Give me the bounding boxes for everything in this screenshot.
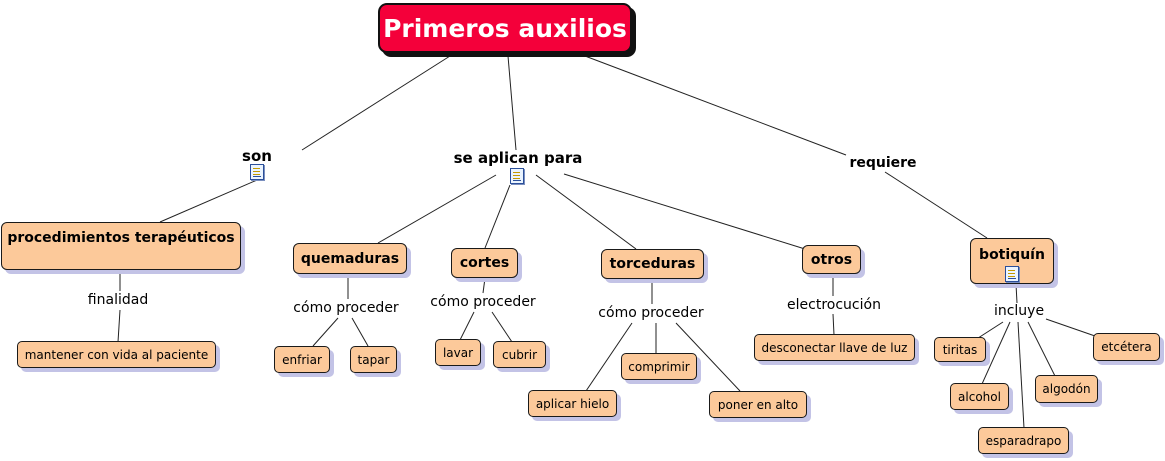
leaf-label: tiritas	[942, 342, 978, 357]
connector-line	[535, 174, 637, 250]
leaf-tiritas[interactable]: tiritas	[934, 337, 986, 362]
connector-line	[1017, 321, 1025, 429]
link-label-como-proceder: cómo proceder	[428, 294, 538, 310]
leaf-lavar[interactable]: lavar	[435, 339, 481, 366]
leaf-desconectar-llave-de-luz[interactable]: desconectar llave de luz	[754, 334, 915, 361]
link-label-electrocucion: electrocución	[785, 297, 883, 313]
concept-label: quemaduras	[300, 250, 400, 267]
concept-torceduras[interactable]: torceduras	[601, 249, 704, 279]
connector-line	[377, 174, 497, 244]
concept-quemaduras[interactable]: quemaduras	[293, 243, 407, 274]
connector-line	[1045, 318, 1096, 337]
link-label-son: son	[240, 147, 274, 165]
connector-line	[491, 311, 513, 343]
connector-line	[584, 55, 847, 156]
document-icon[interactable]	[250, 164, 264, 180]
leaf-label: poner en alto	[717, 397, 799, 412]
leaf-tapar[interactable]: tapar	[350, 346, 397, 373]
leaf-label: alcohol	[958, 389, 1001, 404]
connector-line	[884, 171, 988, 239]
connector-line	[312, 317, 339, 347]
connector-line	[117, 309, 121, 343]
connector-line	[482, 277, 486, 294]
leaf-cubrir[interactable]: cubrir	[493, 341, 546, 368]
link-label-se-aplican-para: se aplican para	[451, 149, 585, 167]
leaf-label: comprimir	[628, 359, 690, 374]
leaf-enfriar[interactable]: enfriar	[274, 346, 330, 373]
connector-line	[1027, 321, 1056, 377]
leaf-algodon[interactable]: algodón	[1035, 375, 1098, 403]
connector-line	[675, 322, 741, 392]
link-label-como-proceder: cómo proceder	[596, 305, 706, 321]
concept-label: procedimientos terapéuticos	[7, 230, 235, 246]
leaf-etcetera[interactable]: etcétera	[1093, 333, 1160, 361]
concept-label: cortes	[459, 255, 510, 271]
leaf-label: lavar	[442, 345, 474, 360]
connector-line	[351, 317, 369, 347]
concept-label: otros	[810, 251, 853, 268]
concept-procedimientos-terapeuticos[interactable]: procedimientos terapéuticos	[1, 222, 241, 270]
leaf-label: enfriar	[282, 352, 322, 367]
connector-line	[159, 179, 258, 223]
document-icon[interactable]	[1005, 266, 1019, 282]
link-label-finalidad: finalidad	[85, 292, 151, 308]
connector-line	[563, 173, 806, 250]
leaf-mantener-con-vida[interactable]: mantener con vida al paciente	[17, 341, 216, 368]
link-label-requiere: requiere	[847, 155, 919, 171]
link-label-como-proceder: cómo proceder	[291, 300, 401, 316]
leaf-alcohol[interactable]: alcohol	[950, 383, 1009, 410]
leaf-aplicar-hielo[interactable]: aplicar hielo	[528, 390, 617, 417]
leaf-label: mantener con vida al paciente	[24, 347, 209, 362]
connector-line	[484, 184, 511, 249]
connector-line	[301, 55, 451, 151]
connector-line	[585, 322, 633, 392]
leaf-label: cubrir	[501, 347, 538, 362]
concept-cortes[interactable]: cortes	[451, 248, 518, 278]
concept-otros[interactable]: otros	[802, 245, 861, 274]
connector-line	[459, 311, 475, 341]
leaf-label: algodón	[1042, 382, 1091, 396]
leaf-label: etcétera	[1101, 340, 1152, 354]
leaf-esparadrapo[interactable]: esparadrapo	[978, 427, 1069, 454]
leaf-label: desconectar llave de luz	[761, 340, 908, 355]
leaf-label: tapar	[357, 352, 390, 367]
document-icon[interactable]	[510, 168, 524, 184]
leaf-label: esparadrapo	[985, 433, 1062, 448]
concept-label: botiquín	[979, 247, 1045, 263]
concept-label: torceduras	[609, 256, 696, 272]
leaf-comprimir[interactable]: comprimir	[621, 353, 697, 380]
connector-line	[507, 55, 517, 151]
leaf-label: aplicar hielo	[535, 396, 610, 411]
leaf-poner-en-alto[interactable]: poner en alto	[709, 391, 807, 418]
connector-line	[1015, 283, 1018, 304]
root-concept-label: Primeros auxilios	[383, 13, 627, 43]
connector-line	[832, 313, 835, 336]
connector-line	[981, 321, 1011, 385]
root-concept-primeros-auxilios[interactable]: Primeros auxilios	[378, 3, 632, 53]
link-label-incluye: incluye	[991, 303, 1047, 319]
